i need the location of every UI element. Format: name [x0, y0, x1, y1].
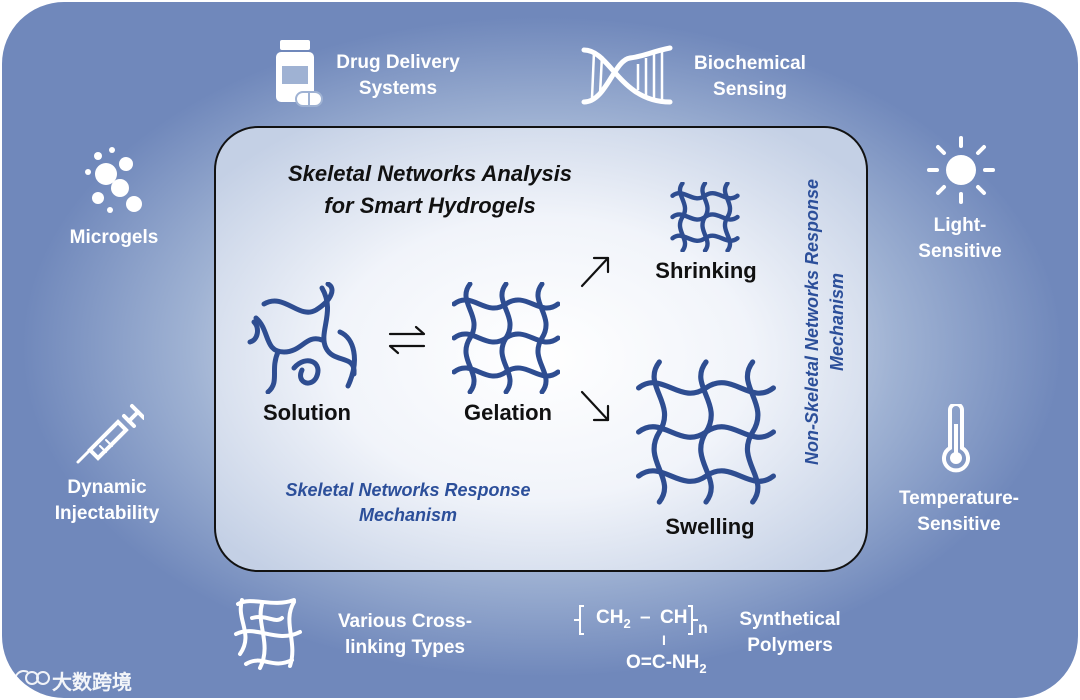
pill-bottle-icon — [276, 40, 323, 107]
non-skeletal-line-2: Mechanism — [827, 272, 847, 372]
light-line-1: Light- — [933, 215, 987, 236]
arrow-down-right-icon — [580, 390, 610, 422]
temperature-line-2: Sensitive — [917, 514, 1001, 535]
shrinking-label: Shrinking — [655, 258, 757, 283]
chem-ch2: CH — [596, 607, 624, 628]
synthetical-line-2: Polymers — [747, 635, 833, 656]
gelation-network-icon — [452, 282, 560, 394]
polymer-bond: I — [662, 632, 666, 648]
polymer-ch2: CH2 — [596, 607, 631, 631]
temperature-line-1: Temperature- — [898, 488, 1019, 509]
diagram-title: Skeletal Networks Analysis for Smart Hyd… — [240, 158, 620, 222]
skeletal-response-line-2: Mechanism — [358, 505, 458, 525]
skeletal-response-label: Skeletal Networks Response Mechanism — [250, 478, 566, 528]
non-skeletal-response-text: Non-Skeletal Networks Response Mechanism — [800, 152, 850, 492]
watermark-text: 大数跨境 — [52, 670, 132, 694]
chem-sub2: 2 — [623, 615, 631, 631]
swelling-network-icon — [636, 359, 776, 505]
syringe-icon — [76, 404, 144, 464]
sun-icon — [927, 136, 995, 204]
microgels-bubbles-icon — [85, 147, 142, 213]
biochemical-line-1: Biochemical — [694, 53, 806, 74]
temperature-label: Temperature- Sensitive — [884, 486, 1034, 538]
polymer-n: n — [698, 620, 708, 637]
crosslinking-line-1: Various Cross- — [337, 611, 473, 632]
injectability-line-1: Dynamic — [67, 477, 147, 498]
swelling-label: Swelling — [665, 514, 755, 539]
polymer-ch: CH — [660, 607, 688, 628]
solution-label: Solution — [263, 400, 351, 425]
biochemical-label: Biochemical Sensing — [678, 51, 822, 103]
drug-delivery-line-2: Systems — [358, 78, 438, 99]
light-line-2: Sensitive — [918, 241, 1002, 262]
polymer-brackets-icon — [574, 605, 698, 635]
drug-delivery-line-1: Drug Delivery — [336, 52, 460, 73]
microgels-label: Microgels — [69, 227, 159, 248]
crosslinking-line-2: linking Types — [344, 637, 465, 658]
injectability-label: Dynamic Injectability — [40, 475, 174, 527]
title-line-2: for Smart Hydrogels — [324, 193, 536, 218]
biochemical-line-2: Sensing — [713, 79, 787, 100]
light-label: Light- Sensitive — [898, 213, 1022, 265]
gelation-label: Gelation — [463, 400, 552, 425]
crosslinking-tangle-icon — [234, 598, 302, 670]
crosslinking-label: Various Cross- linking Types — [320, 609, 490, 661]
synthetical-line-1: Synthetical — [739, 609, 841, 630]
thermometer-icon — [942, 404, 970, 473]
chem-amide: O=C-NH — [626, 652, 700, 673]
skeletal-response-line-1: Skeletal Networks Response — [285, 480, 531, 500]
inner-panel — [214, 126, 868, 572]
dna-helix-icon — [581, 45, 673, 105]
synthetical-label: Synthetical Polymers — [730, 607, 850, 659]
non-skeletal-line-1: Non-Skeletal Networks Response — [802, 178, 822, 466]
solution-chains-icon — [247, 282, 357, 394]
chem-sub-nh2: 2 — [699, 660, 707, 676]
arrow-up-right-icon — [580, 256, 610, 288]
title-line-1: Skeletal Networks Analysis — [287, 161, 573, 186]
polymer-dash: – — [640, 607, 651, 628]
reversible-arrows-icon — [388, 325, 426, 355]
drug-delivery-label: Drug Delivery Systems — [318, 50, 478, 102]
shrinking-network-icon — [670, 182, 740, 252]
polymer-amide: O=C-NH2 — [626, 652, 707, 676]
injectability-line-2: Injectability — [54, 503, 160, 524]
watermark-logo-icon — [14, 670, 50, 687]
